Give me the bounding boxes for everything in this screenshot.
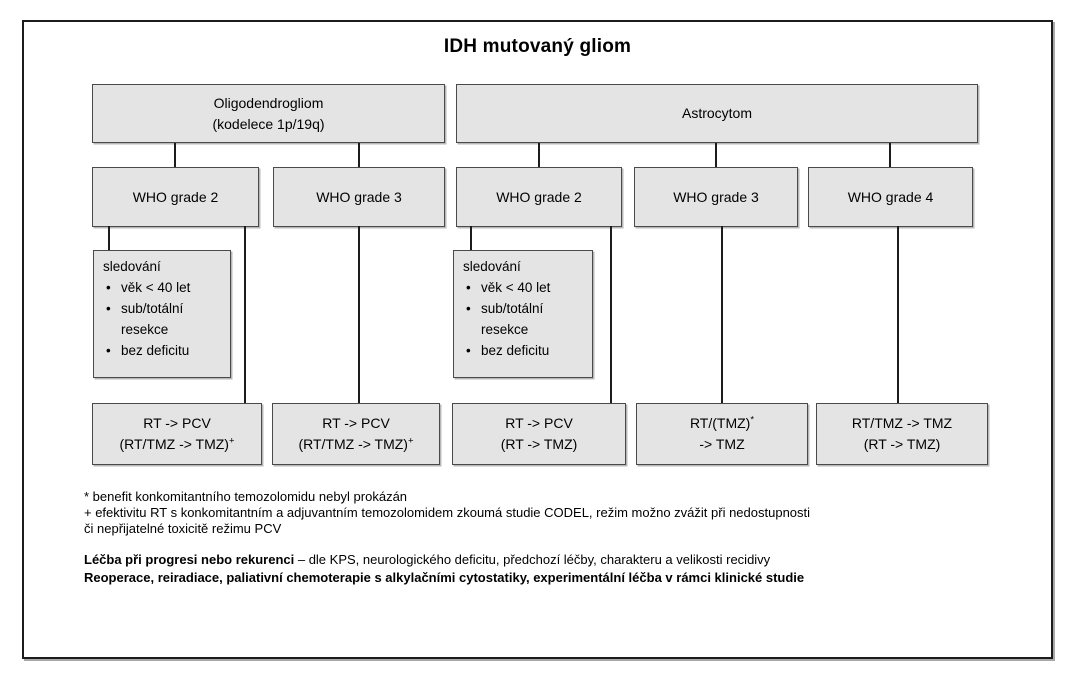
treatment-text: (RT -> TMZ) xyxy=(500,436,578,452)
bullet-item: • sub/totální resekce xyxy=(103,298,227,340)
recurrence-note: Léčba při progresi nebo rekurenci – dle … xyxy=(84,551,1034,586)
bullet-text: sub/totální resekce xyxy=(121,301,184,337)
node-label: WHO grade 3 xyxy=(316,188,402,205)
node-label: Oligodendrogliom xyxy=(213,94,324,111)
connector-line xyxy=(897,226,899,404)
treatment-text: (RT/TMZ -> TMZ) xyxy=(298,436,408,452)
connector-line xyxy=(358,226,360,404)
recurrence-line: Léčba při progresi nebo rekurenci – dle … xyxy=(84,551,1034,569)
connector-line xyxy=(889,143,891,168)
bullet-icon: • xyxy=(466,343,471,358)
node-who-grade-3-oligo: WHO grade 3 xyxy=(273,167,445,227)
node-who-grade-3-astro: WHO grade 3 xyxy=(634,167,798,227)
footnote-line: či nepřijatelné toxicitě režimu PCV xyxy=(84,521,282,536)
treatment-box-oligo-grade2: RT -> PCV (RT/TMZ -> TMZ)+ xyxy=(92,403,262,465)
treatment-superscript: + xyxy=(407,435,414,447)
bullet-item: • sub/totální resekce xyxy=(463,298,589,340)
connector-line xyxy=(358,143,360,168)
treatment-text: RT/(TMZ) xyxy=(689,415,751,431)
connector-line xyxy=(244,226,246,404)
node-label: WHO grade 2 xyxy=(132,188,219,205)
treatment-text: RT -> PCV xyxy=(322,415,390,431)
recurrence-lead: Léčba při progresi nebo rekurenci xyxy=(84,552,295,567)
treatment-box-astro-grade4: RT/TMZ -> TMZ (RT -> TMZ) xyxy=(816,403,988,465)
node-sublabel: (kodelece 1p/19q) xyxy=(212,115,325,132)
observation-title: sledování xyxy=(463,259,521,274)
recurrence-detail: – dle KPS, neurologického deficitu, před… xyxy=(294,552,771,567)
bullet-icon: • xyxy=(106,301,111,316)
treatment-line: RT -> PCV xyxy=(143,413,211,434)
bullet-item: • bez deficitu xyxy=(463,340,589,361)
bullet-icon: • xyxy=(466,280,471,295)
node-astrocytom: Astrocytom xyxy=(456,84,978,143)
connector-line xyxy=(538,143,540,168)
treatment-box-oligo-grade3: RT -> PCV (RT/TMZ -> TMZ)+ xyxy=(272,403,440,465)
treatment-line: RT/TMZ -> TMZ xyxy=(852,413,952,434)
node-oligodendrogliom: Oligodendrogliom (kodelece 1p/19q) xyxy=(92,84,445,143)
recurrence-options: Reoperace, reiradiace, paliativní chemot… xyxy=(84,569,805,585)
footnotes-block: * benefit konkomitantního temozolomidu n… xyxy=(84,489,1024,537)
treatment-line: RT -> PCV xyxy=(505,413,573,434)
bullet-icon: • xyxy=(106,280,111,295)
observation-box-oligo-grade2: sledování • věk < 40 let • sub/totální r… xyxy=(93,250,231,378)
treatment-superscript: + xyxy=(228,435,235,447)
treatment-line: (RT/TMZ -> TMZ)+ xyxy=(119,434,234,455)
diagram-title: IDH mutovaný gliom xyxy=(443,36,632,57)
node-label: WHO grade 4 xyxy=(847,188,934,205)
bullet-item: • bez deficitu xyxy=(103,340,227,361)
treatment-line: (RT/TMZ -> TMZ)+ xyxy=(298,434,413,455)
treatment-text: (RT -> TMZ) xyxy=(863,436,941,452)
node-who-grade-2-oligo: WHO grade 2 xyxy=(92,167,259,227)
connector-line xyxy=(721,226,723,404)
connector-line xyxy=(470,226,472,251)
node-label: WHO grade 3 xyxy=(673,188,759,205)
treatment-line: (RT -> TMZ) xyxy=(864,434,941,455)
treatment-superscript: * xyxy=(750,414,755,426)
connector-line xyxy=(174,143,176,168)
treatment-text: RT/TMZ -> TMZ xyxy=(851,415,953,431)
footnote-line: + efektivitu RT s konkomitantním a adjuv… xyxy=(84,505,811,520)
observation-title: sledování xyxy=(103,259,161,274)
treatment-text: RT -> PCV xyxy=(143,415,211,431)
footnote-line: * benefit konkomitantního temozolomidu n… xyxy=(84,489,408,504)
bullet-icon: • xyxy=(466,301,471,316)
treatment-text: RT -> PCV xyxy=(505,415,573,431)
connector-line xyxy=(610,226,612,404)
bullet-text: věk < 40 let xyxy=(481,280,551,295)
bullet-icon: • xyxy=(106,343,111,358)
treatment-line: RT/(TMZ)* xyxy=(690,413,754,434)
bullet-item: • věk < 40 let xyxy=(463,277,589,298)
bullet-text: bez deficitu xyxy=(481,343,550,358)
treatment-line: RT -> PCV xyxy=(322,413,390,434)
node-who-grade-4-astro: WHO grade 4 xyxy=(808,167,973,227)
node-label: WHO grade 2 xyxy=(496,188,582,205)
node-who-grade-2-astro: WHO grade 2 xyxy=(456,167,622,227)
bullet-text: sub/totální resekce xyxy=(481,301,544,337)
treatment-box-astro-grade2: RT -> PCV (RT -> TMZ) xyxy=(452,403,626,465)
treatment-box-astro-grade3: RT/(TMZ)* -> TMZ xyxy=(636,403,808,465)
connector-line xyxy=(108,226,110,251)
treatment-text: -> TMZ xyxy=(699,436,745,452)
observation-box-astro-grade2: sledování • věk < 40 let • sub/totální r… xyxy=(453,250,593,378)
bullet-item: • věk < 40 let xyxy=(103,277,227,298)
treatment-line: (RT -> TMZ) xyxy=(501,434,578,455)
bullet-text: bez deficitu xyxy=(121,343,190,358)
connector-line xyxy=(715,143,717,168)
bullet-text: věk < 40 let xyxy=(121,280,191,295)
treatment-line: -> TMZ xyxy=(699,434,744,455)
treatment-text: (RT/TMZ -> TMZ) xyxy=(119,436,229,452)
node-label: Astrocytom xyxy=(681,105,752,121)
